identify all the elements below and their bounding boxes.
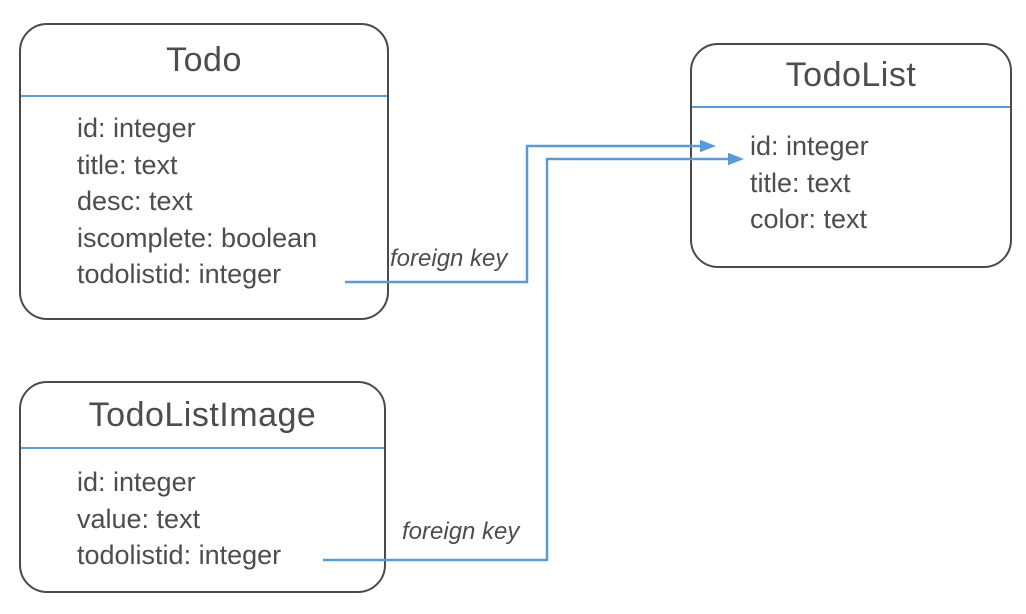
entity-todo-fields: id: integer title: text desc: text iscom… [21,97,387,293]
field-id: id: integer [77,113,196,143]
field-todolistid: todolistid: integer [77,259,282,289]
entity-todo-title: Todo [21,25,387,97]
entity-todolist-fields: id: integer title: text color: text [692,108,1010,238]
entity-todolist-title: TodoList [692,45,1010,108]
field-title: title: text [77,149,178,180]
entity-todolistimage-title: TodoListImage [21,383,384,449]
foreign-key-label-2: foreign key [402,518,520,545]
field-iscomplete: iscomplete: boolean [77,222,318,253]
entity-todolistimage-fields: id: integer value: text todolistid: inte… [21,449,384,574]
foreign-key-label-1: foreign key [390,245,508,272]
field-id: id: integer [750,131,869,161]
field-id: id: integer [77,467,196,497]
field-value: value: text [77,503,201,534]
entity-todolistimage: TodoListImage id: integer value: text to… [19,381,386,593]
field-color: color: text [750,204,868,234]
field-title: title: text [750,167,851,198]
entity-todo: Todo id: integer title: text desc: text … [19,23,389,320]
field-desc: desc: text [77,186,193,216]
entity-todolist: TodoList id: integer title: text color: … [690,43,1012,268]
field-todolistid: todolistid: integer [77,540,282,570]
